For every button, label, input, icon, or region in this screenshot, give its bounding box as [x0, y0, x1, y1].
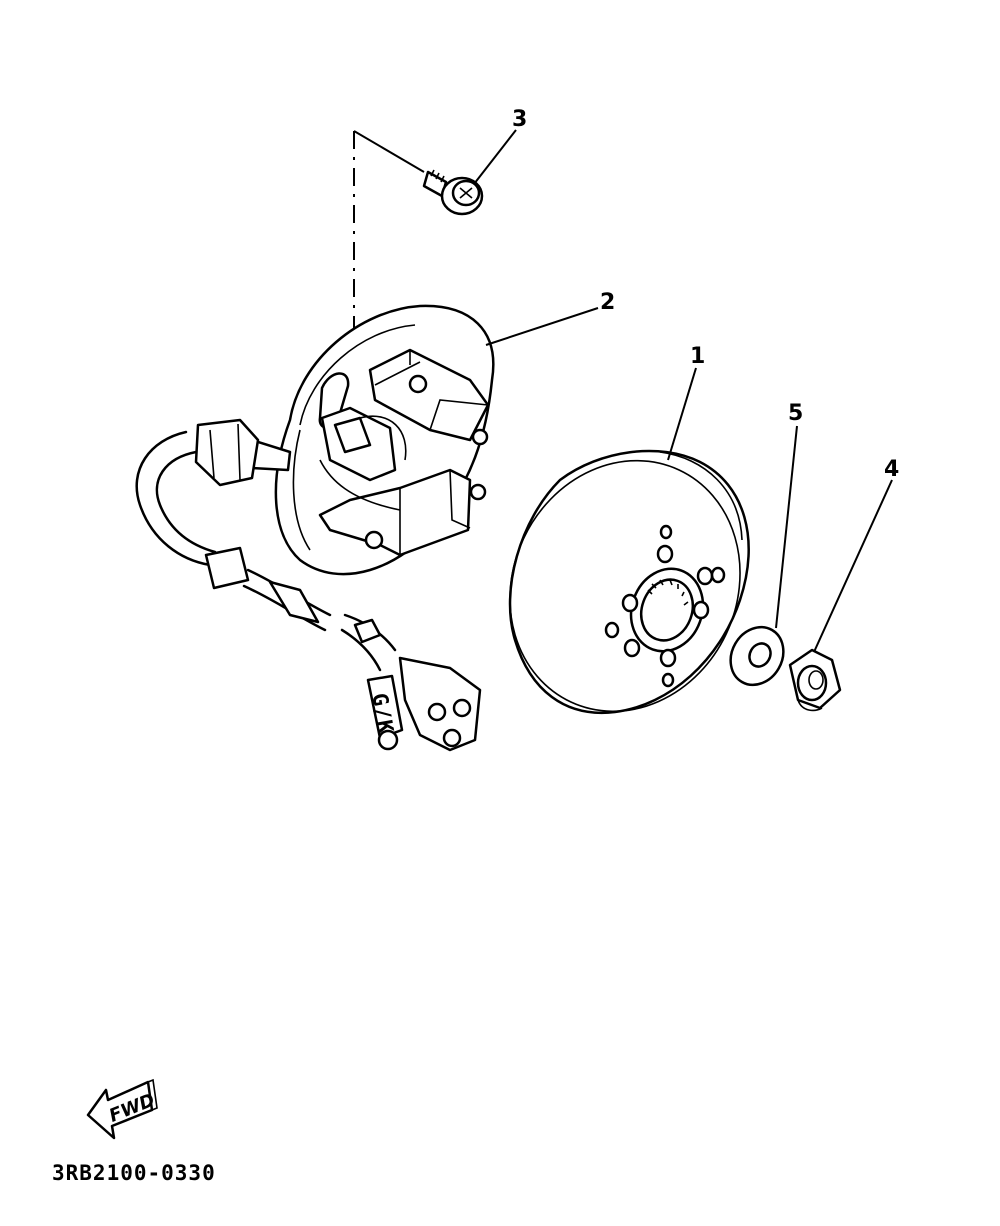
- washer-leader-line: [775, 425, 798, 629]
- callout-1: 1: [690, 344, 705, 369]
- callout-3: 3: [512, 107, 527, 132]
- rotor-part-1: [508, 449, 750, 715]
- diagram-code: 3RB2100-0330: [52, 1161, 216, 1185]
- forward-arrow-icon: FWD: [86, 1078, 158, 1140]
- stator-leader-line: [485, 307, 599, 346]
- wire-harness: G/K: [135, 418, 482, 752]
- callout-5: 5: [788, 401, 803, 426]
- nut-part-4: [788, 648, 842, 712]
- nut-leader-line: [813, 479, 893, 653]
- washer-part-5: [729, 625, 785, 687]
- callout-4: 4: [884, 457, 899, 482]
- screw-part-3: [422, 169, 484, 216]
- screw-leader-lines: [353, 129, 517, 420]
- stator-assembly-part-2: [250, 304, 495, 576]
- callout-2: 2: [600, 290, 615, 315]
- rotor-leader-line: [667, 367, 697, 461]
